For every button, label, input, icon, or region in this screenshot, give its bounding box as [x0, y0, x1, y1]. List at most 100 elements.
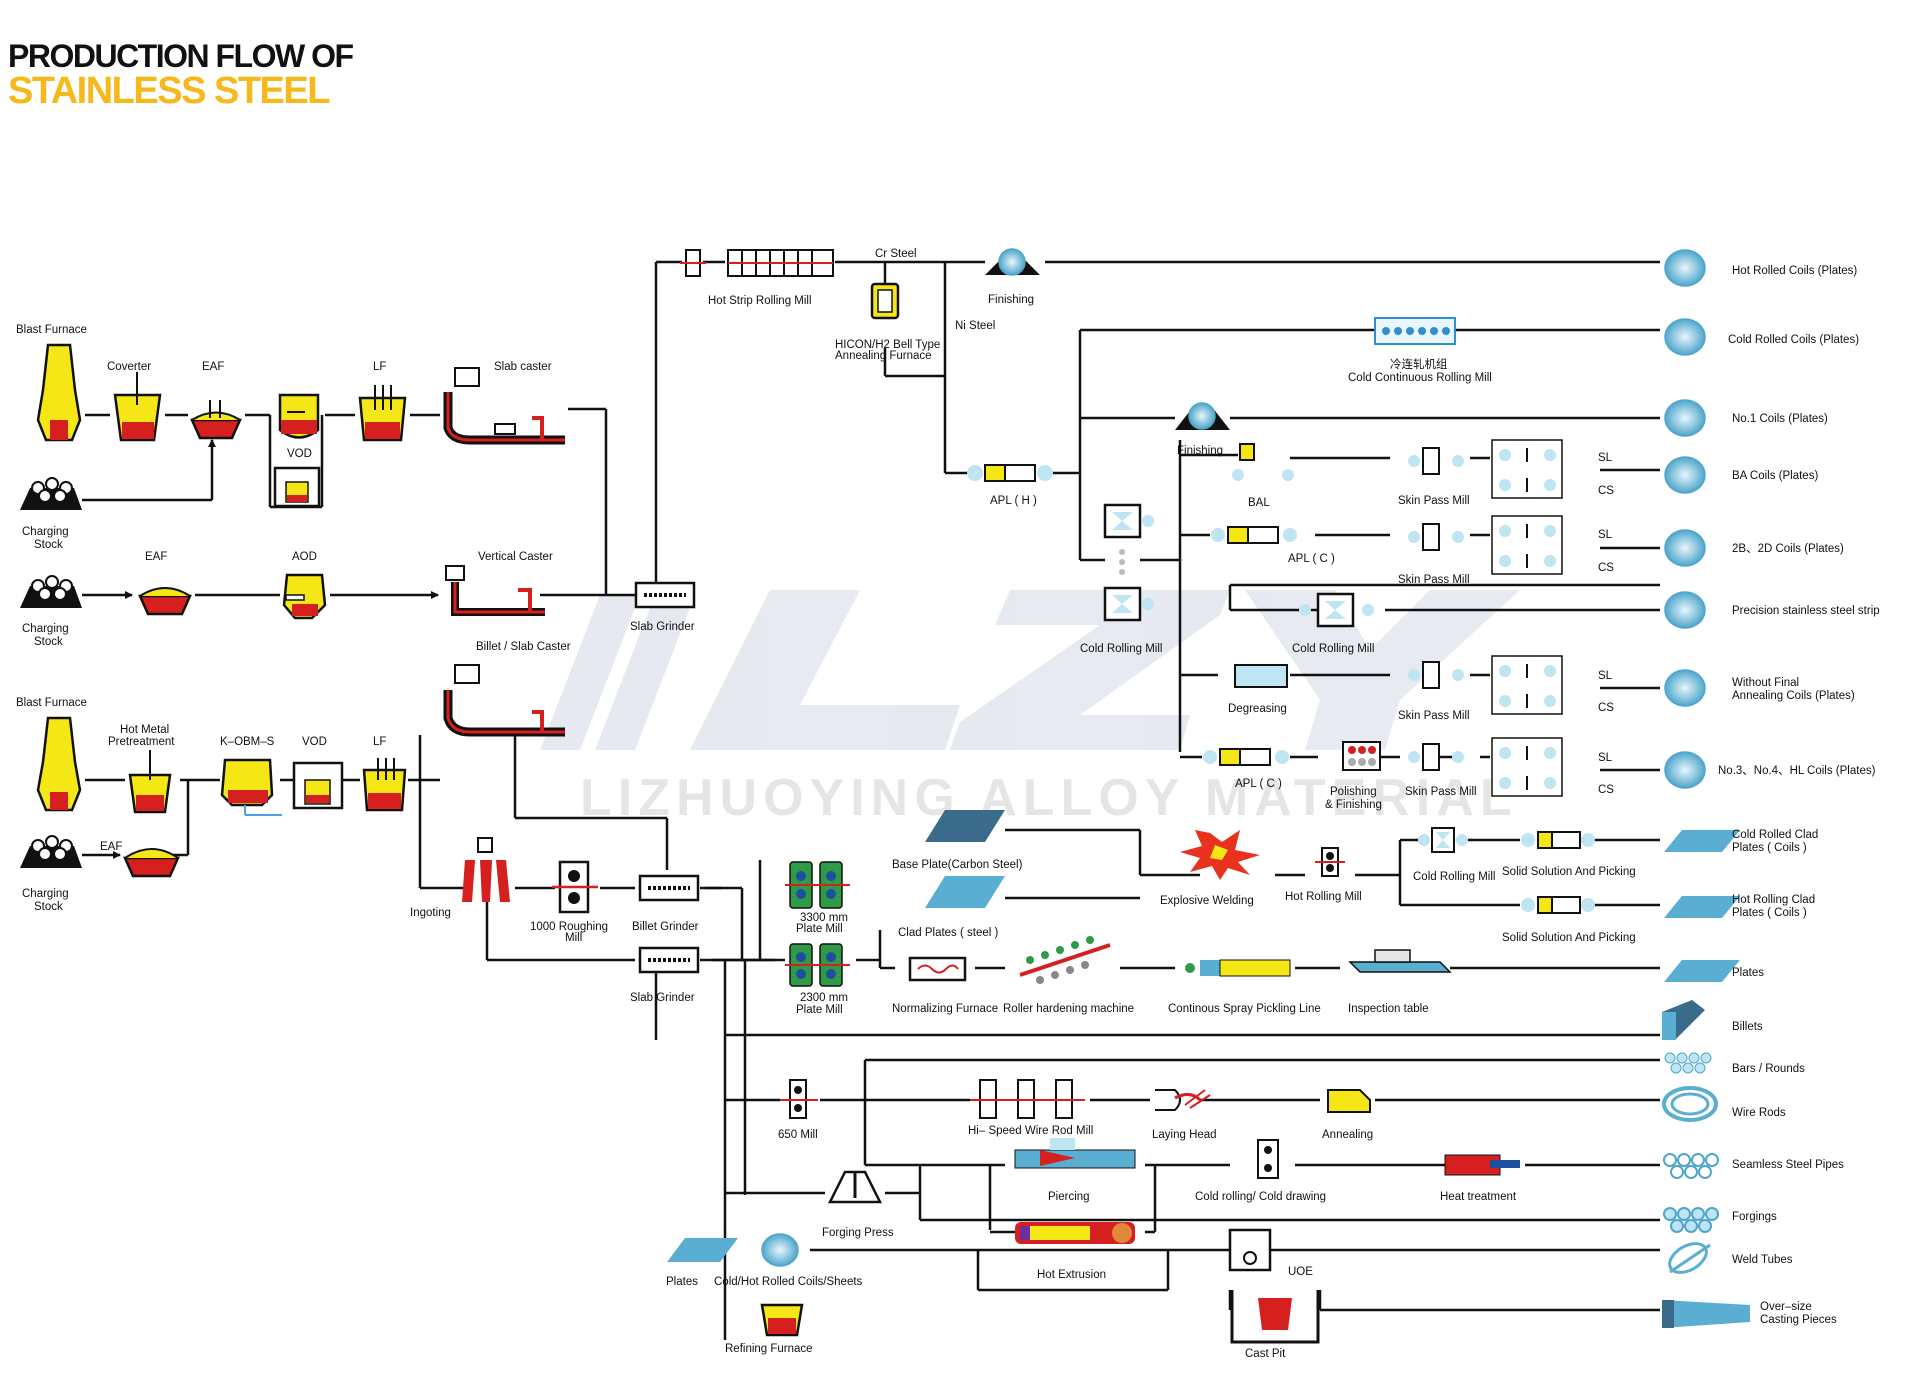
product-plates: Plates	[1732, 967, 1764, 979]
label-uoe: UOE	[1288, 1266, 1313, 1278]
product-without-final-a: Without Final	[1732, 677, 1799, 689]
label-cs-3: CS	[1598, 702, 1614, 714]
converter-icon	[113, 372, 162, 442]
label-polishing-2: & Finishing	[1325, 799, 1382, 811]
normalizing-furnace-icon	[908, 956, 967, 982]
finishing-icon	[985, 248, 1040, 276]
label-slab-grinder-2: Slab Grinder	[630, 992, 695, 1004]
heat-treatment-icon	[1444, 1154, 1520, 1176]
billet-grinder-icon	[638, 874, 700, 902]
clad-plate-product-icon	[1664, 830, 1740, 852]
label-plate-mill-3300a: 3300 mm	[800, 912, 848, 924]
label-billet-slab-caster: Billet / Slab Caster	[476, 641, 571, 653]
label-hot-metal-2: Pretreatment	[108, 736, 175, 748]
coil-icon	[1664, 751, 1706, 789]
casting-piece-product-icon	[1662, 1300, 1750, 1328]
label-cs-2: CS	[1598, 562, 1614, 574]
product-wire-rods: Wire Rods	[1732, 1107, 1786, 1119]
finishing-icon	[1175, 402, 1230, 430]
product-no3-no4-hl: No.3、No.4、HL Coils (Plates)	[1718, 765, 1876, 777]
label-lf-1: LF	[373, 361, 386, 373]
product-labels: Hot Rolled Coils (Plates) Cold Rolled Co…	[1718, 265, 1880, 1326]
slab-grinder-icon	[634, 581, 696, 609]
plate-mill-3300-icon	[785, 861, 850, 909]
product-over-size-b: Casting Pieces	[1760, 1314, 1837, 1326]
skin-pass-mill-icon	[1408, 447, 1464, 475]
bars-product-icon	[1664, 1052, 1712, 1074]
hot-strip-mill-icon	[680, 249, 834, 277]
label-skin-pass-3: Skin Pass Mill	[1398, 710, 1470, 722]
label-annealing: Annealing	[1322, 1129, 1373, 1141]
hot-extrusion-icon	[1015, 1222, 1135, 1244]
label-slab-grinder-1: Slab Grinder	[630, 621, 695, 633]
label-cold-cont: Cold Continuous Rolling Mill	[1348, 372, 1492, 384]
slitter-box	[1491, 737, 1563, 797]
label-blast-furnace-1: Blast Furnace	[16, 324, 87, 336]
label-roller-hardening: Roller hardening machine	[1003, 1003, 1134, 1015]
label-lf-2: LF	[373, 736, 386, 748]
label-ingoting: Ingoting	[410, 907, 451, 919]
label-finishing-1: Finishing	[988, 294, 1034, 306]
equipment-labels: Blast Furnace Coverter EAF LF VOD Slab c…	[16, 248, 1636, 1360]
label-degreasing: Degreasing	[1228, 703, 1287, 715]
slitter-box	[1491, 655, 1563, 715]
eaf-icon	[123, 848, 180, 878]
label-inspection: Inspection table	[1348, 1003, 1429, 1015]
bal-icon	[1232, 443, 1294, 481]
label-base-plate: Base Plate(Carbon Steel)	[892, 859, 1023, 871]
hot-rolling-mill-icon	[1315, 847, 1345, 877]
label-eaf-1: EAF	[202, 361, 224, 373]
spray-pickling-icon	[1185, 959, 1291, 977]
label-hot-extrusion: Hot Extrusion	[1037, 1269, 1106, 1281]
label-charging-stock-3: Charging	[22, 888, 69, 900]
title-line-1: PRODUCTION FLOW OF	[8, 38, 354, 74]
label-plate-mill-2300a: 2300 mm	[800, 992, 848, 1004]
mill-650-icon	[780, 1079, 818, 1119]
solid-solution-icon	[1521, 831, 1595, 849]
watermark: LIZHUOYING ALLOY MATERIAL	[540, 590, 1520, 827]
label-apl-c-2: APL ( C )	[1235, 778, 1282, 790]
label-skin-pass-2: Skin Pass Mill	[1398, 574, 1470, 586]
label-eaf-2: EAF	[145, 551, 167, 563]
label-polishing-1: Polishing	[1330, 786, 1377, 798]
product-hot-clad-a: Hot Rolling Clad	[1732, 894, 1815, 906]
slitter-box	[1491, 439, 1563, 499]
lf-icon	[358, 385, 407, 442]
ladle-icon	[278, 393, 320, 439]
product-over-size-a: Over–size	[1760, 1301, 1812, 1313]
label-hot-strip: Hot Strip Rolling Mill	[708, 295, 812, 307]
label-charging-stock-1: Charging	[22, 526, 69, 538]
charging-stock-icon	[20, 575, 82, 608]
label-sl-3: SL	[1598, 670, 1613, 682]
product-cold-clad-b: Plates ( Coils )	[1732, 842, 1807, 854]
wire-rod-product-icon	[1662, 1086, 1718, 1122]
pipe-product-icon	[1663, 1153, 1719, 1179]
degreasing-icon	[1234, 664, 1288, 688]
label-normalizing: Normalizing Furnace	[892, 1003, 998, 1015]
product-hot-clad-b: Plates ( Coils )	[1732, 907, 1807, 919]
blast-furnace-icon	[36, 716, 82, 812]
label-cold-rolling-3: Cold Rolling Mill	[1413, 871, 1495, 883]
label-piercing: Piercing	[1048, 1191, 1090, 1203]
forging-press-icon	[827, 1170, 883, 1204]
skin-pass-mill-icon	[1408, 743, 1464, 771]
watermark-text: LIZHUOYING ALLOY MATERIAL	[580, 769, 1518, 827]
inspection-table-icon	[1348, 949, 1452, 973]
label-explosive: Explosive Welding	[1160, 895, 1254, 907]
aod-icon	[282, 573, 327, 620]
forging-product-icon	[1663, 1207, 1719, 1233]
kobm-icon	[220, 758, 282, 816]
plate-mill-2300-icon	[785, 943, 850, 987]
apl-h-icon	[967, 464, 1053, 482]
clad-plate-icon	[925, 876, 1005, 908]
label-coils-sheets: Cold/Hot Rolled Coils/Sheets	[714, 1276, 863, 1288]
label-skin-pass-1: Skin Pass Mill	[1398, 495, 1470, 507]
cold-drawing-icon	[1257, 1139, 1279, 1179]
product-no1-coils: No.1 Coils (Plates)	[1732, 413, 1828, 425]
product-cold-clad-a: Cold Rolled Clad	[1732, 829, 1818, 841]
coil-icon	[1664, 591, 1706, 629]
label-plate-mill-3300b: Plate Mill	[796, 923, 843, 935]
label-cold-drawing: Cold rolling/ Cold drawing	[1195, 1191, 1326, 1203]
label-apl-h: APL ( H )	[990, 495, 1037, 507]
label-apl-c-1: APL ( C )	[1288, 553, 1335, 565]
